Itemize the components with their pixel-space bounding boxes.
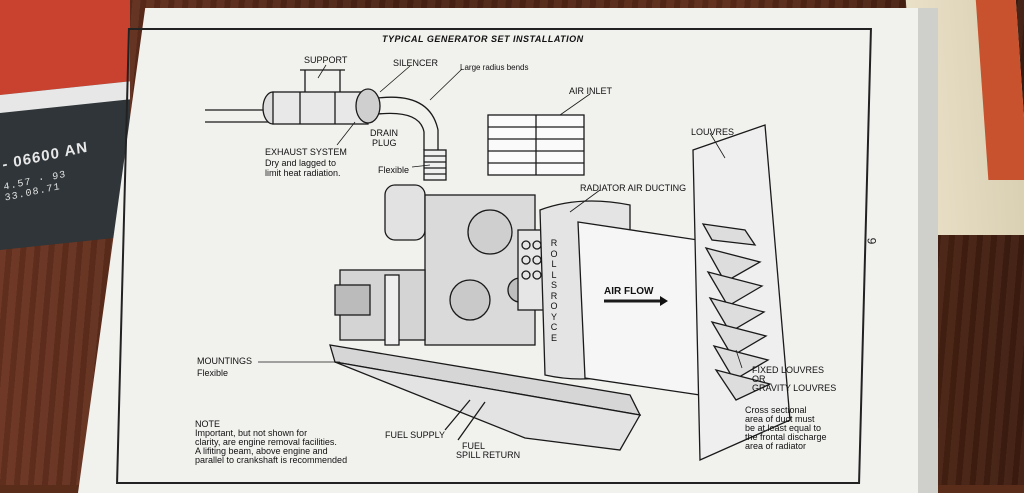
label-silencer: SILENCER: [393, 58, 439, 68]
label-mountings: MOUNTINGS: [197, 356, 252, 366]
label-note-1: Important, but not shown for: [195, 428, 308, 438]
label-note-2: clarity, are engine removal facilities.: [195, 437, 337, 447]
label-air-inlet: AIR INLET: [569, 86, 613, 96]
label-air-flow: AIR FLOW: [604, 286, 654, 297]
louvre-wall: [692, 124, 791, 461]
label-fuel-supply: FUEL SUPPLY: [385, 430, 446, 440]
rr-letter: Y: [550, 311, 557, 322]
rr-letter: S: [550, 280, 557, 290]
rr-letter: O: [550, 248, 558, 259]
label-exhaust-system: EXHAUST SYSTEM: [265, 147, 347, 157]
label-fixed-louvres-2: OR: [752, 374, 766, 384]
rr-letter: C: [550, 322, 558, 332]
rolls-royce-lettering: R O L L S R O Y C E: [549, 238, 559, 343]
rr-letter: R: [550, 238, 558, 248]
silencer-shape: [262, 88, 381, 125]
label-support: SUPPORT: [304, 55, 348, 65]
label-cross-5: area of radiator: [745, 441, 807, 451]
label-cross-2: area of duct must: [745, 414, 815, 424]
exhaust-pipe: [205, 109, 270, 123]
control-panel: [517, 229, 545, 311]
flexible-bellows: [423, 149, 447, 181]
skid-base: [329, 344, 642, 451]
rr-letter: O: [550, 301, 558, 311]
leader-lines: [258, 64, 743, 369]
label-flexible-pipe: Flexible: [378, 165, 410, 175]
label-radiator-air-ducting: RADIATOR AIR DUCTING: [580, 183, 687, 193]
rr-letter: L: [551, 259, 557, 269]
rr-letter: L: [551, 269, 557, 280]
label-large-radius-bends: Large radius bends: [460, 63, 529, 72]
label-drain-2: PLUG: [372, 138, 397, 148]
page-title: TYPICAL GENERATOR SET INSTALLATION: [382, 34, 584, 44]
engine-block: [334, 184, 536, 346]
label-note-title: NOTE: [195, 419, 221, 429]
support-rods: [300, 69, 345, 92]
label-note-4: parallel to crankshaft is recommended: [195, 455, 348, 465]
air-flow-arrowhead: [660, 296, 668, 306]
label-fixed-louvres-1: FIXED LOUVRES: [752, 365, 825, 375]
fuel-pipes: [444, 399, 486, 441]
label-exhaust-note-1: Dry and lagged to: [265, 158, 337, 168]
label-note-3: A lifiting beam, above engine and: [195, 446, 328, 456]
label-drain-1: DRAIN: [370, 128, 399, 138]
label-fixed-louvres-3: GRAVITY LOUVRES: [752, 383, 837, 393]
rr-letter: E: [550, 332, 557, 343]
label-cross-4: the frontal discharge: [745, 432, 827, 442]
label-mountings-flexible: Flexible: [197, 368, 229, 378]
label-louvres: LOUVRES: [691, 127, 735, 137]
large-radius-bend: [377, 96, 439, 150]
label-fuel-spill-2: SPILL RETURN: [456, 450, 521, 460]
air-inlet-grille: [487, 114, 585, 176]
air-ducting: [577, 221, 701, 396]
rr-letter: R: [550, 290, 558, 301]
label-cross-3: be at least equal to: [745, 423, 822, 433]
label-exhaust-note-2: limit heat radiation.: [265, 168, 341, 178]
label-fuel-spill-1: FUEL: [462, 441, 486, 451]
label-cross-1: Cross sectional: [745, 405, 807, 415]
